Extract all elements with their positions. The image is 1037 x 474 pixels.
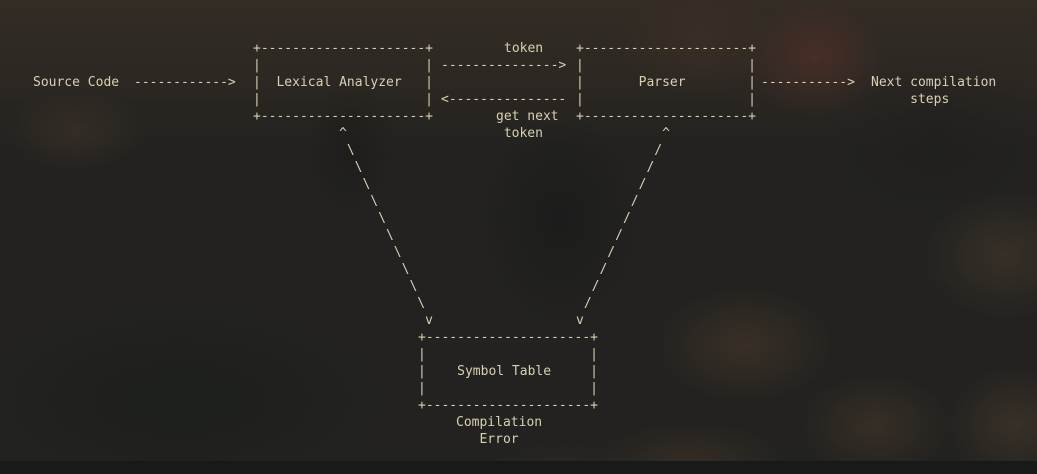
lexical-to-parser-arrow: ---------------> <box>441 57 567 73</box>
source-to-lexical-arrow: ------------> <box>134 74 236 90</box>
token-label: token <box>504 40 544 56</box>
symbol-table-box: +---------------------+ | | | Symbol Tab… <box>418 329 599 413</box>
lexical-analyzer-box: +---------------------+ | | | Lexical An… <box>253 40 434 124</box>
source-code-label: Source Code <box>33 74 120 90</box>
parser-to-symbol-edge: ^ / / / / / / / / / / v <box>576 125 670 328</box>
get-next-token-label: get next token <box>496 108 559 141</box>
bottom-bar <box>0 461 1037 474</box>
next-compilation-steps-label: Next compilation steps <box>871 74 997 107</box>
parser-to-lexical-arrow: <--------------- <box>441 91 567 107</box>
compilation-error-label: Compilation Error <box>456 414 543 447</box>
parser-to-next-arrow: -----------> <box>761 74 855 90</box>
parser-box: +---------------------+ | | | Parser | |… <box>576 40 757 124</box>
lexical-to-symbol-edge: ^ \ \ \ \ \ \ \ \ \ \ v <box>339 125 433 328</box>
